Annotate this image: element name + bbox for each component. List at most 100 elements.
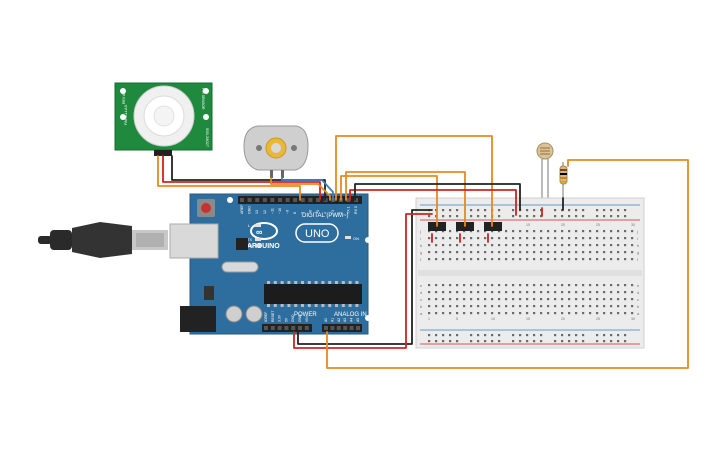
breadboard-hole[interactable] [589, 230, 592, 233]
rail-hole[interactable] [554, 215, 557, 218]
breadboard-hole[interactable] [456, 244, 459, 247]
breadboard-hole[interactable] [547, 251, 550, 254]
rail-hole[interactable] [624, 334, 627, 337]
breadboard-hole[interactable] [582, 258, 585, 261]
breadboard-hole[interactable] [631, 305, 634, 308]
breadboard-hole[interactable] [428, 230, 431, 233]
breadboard-hole[interactable] [435, 291, 438, 294]
breadboard-hole[interactable] [533, 298, 536, 301]
breadboard-hole[interactable] [610, 230, 613, 233]
breadboard-hole[interactable] [540, 244, 543, 247]
rail-hole[interactable] [575, 209, 578, 212]
breadboard-hole[interactable] [442, 284, 445, 287]
breadboard-hole[interactable] [561, 291, 564, 294]
breadboard-hole[interactable] [540, 284, 543, 287]
breadboard-hole[interactable] [442, 305, 445, 308]
breadboard-hole[interactable] [519, 258, 522, 261]
breadboard-hole[interactable] [498, 230, 501, 233]
breadboard-hole[interactable] [435, 251, 438, 254]
breadboard-hole[interactable] [498, 244, 501, 247]
breadboard-hole[interactable] [491, 312, 494, 315]
breadboard-hole[interactable] [463, 237, 466, 240]
breadboard-hole[interactable] [582, 291, 585, 294]
breadboard-hole[interactable] [575, 284, 578, 287]
breadboard-hole[interactable] [435, 237, 438, 240]
breadboard-hole[interactable] [491, 284, 494, 287]
breadboard-hole[interactable] [470, 244, 473, 247]
rail-hole[interactable] [526, 334, 529, 337]
breadboard-hole[interactable] [519, 305, 522, 308]
rail-hole[interactable] [477, 340, 480, 343]
rail-hole[interactable] [484, 340, 487, 343]
breadboard-hole[interactable] [554, 284, 557, 287]
rail-hole[interactable] [568, 215, 571, 218]
rail-hole[interactable] [484, 209, 487, 212]
breadboard-hole[interactable] [470, 312, 473, 315]
breadboard-hole[interactable] [631, 251, 634, 254]
rail-hole[interactable] [470, 215, 473, 218]
breadboard-hole[interactable] [477, 244, 480, 247]
rail-hole[interactable] [561, 340, 564, 343]
rail-hole[interactable] [568, 334, 571, 337]
breadboard-hole[interactable] [470, 284, 473, 287]
breadboard-hole[interactable] [428, 305, 431, 308]
breadboard-hole[interactable] [582, 230, 585, 233]
breadboard-hole[interactable] [589, 312, 592, 315]
digital-pin-hole[interactable] [346, 198, 351, 202]
rail-hole[interactable] [554, 340, 557, 343]
digital-pin-hole[interactable] [247, 198, 252, 202]
rail-hole[interactable] [540, 334, 543, 337]
digital-pin-hole[interactable] [240, 198, 244, 202]
dc-motor[interactable] [243, 125, 309, 178]
rail-hole[interactable] [533, 215, 536, 218]
breadboard-hole[interactable] [449, 298, 452, 301]
breadboard-hole[interactable] [589, 244, 592, 247]
breadboard-hole[interactable] [617, 298, 620, 301]
rail-hole[interactable] [554, 209, 557, 212]
breadboard-hole[interactable] [631, 230, 634, 233]
rail-hole[interactable] [533, 340, 536, 343]
breadboard-hole[interactable] [505, 298, 508, 301]
breadboard-hole[interactable] [617, 237, 620, 240]
breadboard-hole[interactable] [484, 230, 487, 233]
breadboard-hole[interactable] [561, 298, 564, 301]
breadboard-hole[interactable] [505, 237, 508, 240]
power-pin-hole[interactable] [264, 326, 268, 330]
breadboard-hole[interactable] [617, 244, 620, 247]
rail-hole[interactable] [603, 209, 606, 212]
breadboard-hole[interactable] [477, 298, 480, 301]
power-pin-hole[interactable] [270, 326, 275, 330]
breadboard-hole[interactable] [463, 230, 466, 233]
breadboard-hole[interactable] [442, 230, 445, 233]
breadboard-hole[interactable] [596, 312, 599, 315]
breadboard-hole[interactable] [624, 312, 627, 315]
breadboard-hole[interactable] [561, 230, 564, 233]
breadboard-hole[interactable] [477, 258, 480, 261]
breadboard-hole[interactable] [449, 237, 452, 240]
rail-hole[interactable] [610, 334, 613, 337]
breadboard-hole[interactable] [540, 298, 543, 301]
breadboard-hole[interactable] [540, 237, 543, 240]
breadboard-hole[interactable] [505, 312, 508, 315]
breadboard-hole[interactable] [442, 312, 445, 315]
rail-hole[interactable] [582, 334, 585, 337]
rail-hole[interactable] [456, 209, 459, 212]
breadboard-hole[interactable] [575, 244, 578, 247]
breadboard-hole[interactable] [498, 284, 501, 287]
breadboard-hole[interactable] [498, 291, 501, 294]
breadboard-hole[interactable] [470, 258, 473, 261]
breadboard-hole[interactable] [463, 291, 466, 294]
breadboard-hole[interactable] [568, 284, 571, 287]
breadboard-hole[interactable] [554, 298, 557, 301]
breadboard-hole[interactable] [624, 298, 627, 301]
breadboard-hole[interactable] [498, 258, 501, 261]
breadboard-hole[interactable] [547, 298, 550, 301]
breadboard-hole[interactable] [428, 291, 431, 294]
rail-hole[interactable] [617, 209, 620, 212]
breadboard-hole[interactable] [498, 237, 501, 240]
breadboard-hole[interactable] [582, 284, 585, 287]
breadboard-hole[interactable] [582, 312, 585, 315]
analog-pin-hole[interactable] [330, 326, 335, 330]
breadboard-hole[interactable] [603, 251, 606, 254]
